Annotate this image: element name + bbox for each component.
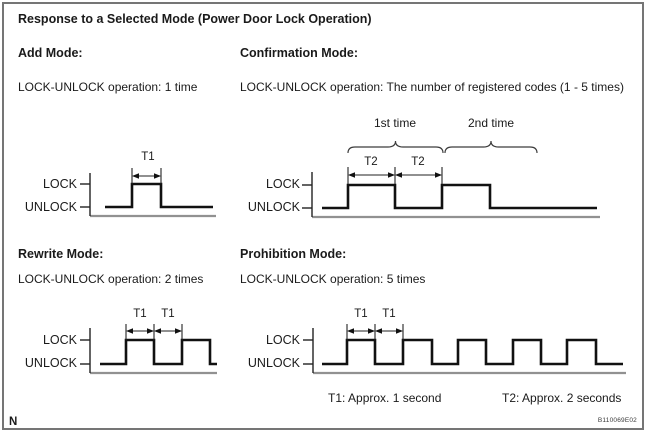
signal-waveform xyxy=(322,338,623,366)
prohibition-mode-heading: Prohibition Mode: xyxy=(240,247,347,261)
add-mode-heading: Add Mode: xyxy=(18,46,83,60)
rewrite-mode-description: LOCK-UNLOCK operation: 2 times xyxy=(18,272,204,286)
rewrite-lock-label: LOCK xyxy=(42,333,77,347)
prohibition-lock-label: LOCK xyxy=(265,333,300,347)
arrowhead-left xyxy=(126,328,133,334)
prohibition-t1-label-1: T1 xyxy=(354,308,368,320)
rewrite-t1-label-2: T1 xyxy=(161,308,175,320)
add-mode-description: LOCK-UNLOCK operation: 1 time xyxy=(18,80,198,94)
arrowhead-left xyxy=(375,328,382,334)
arrowhead-left xyxy=(395,172,402,178)
arrowhead-right xyxy=(147,328,154,334)
arrowhead-left xyxy=(347,328,354,334)
legend-t1: T1: Approx. 1 second xyxy=(328,391,442,405)
add-mode-lock-label: LOCK xyxy=(42,177,77,191)
arrowhead-left xyxy=(154,328,161,334)
first-time-label: 1st time xyxy=(373,116,416,130)
prohibition-mode-waveform xyxy=(303,324,626,375)
curly-brace xyxy=(347,140,444,154)
signal-waveform xyxy=(322,183,597,210)
figure-title: Response to a Selected Mode (Power Door … xyxy=(18,12,372,26)
rewrite-mode-heading: Rewrite Mode: xyxy=(18,247,104,261)
rewrite-mode-waveform xyxy=(80,324,217,375)
arrowhead-right xyxy=(388,172,395,178)
page-marker: N xyxy=(9,416,18,428)
confirmation-lock-label: LOCK xyxy=(265,177,300,191)
arrowhead-right xyxy=(175,328,182,334)
add-mode-t1-label: T1 xyxy=(141,151,155,163)
prohibition-mode-description: LOCK-UNLOCK operation: 5 times xyxy=(240,272,426,286)
arrowhead-right xyxy=(435,172,442,178)
add-mode-unlock-label: UNLOCK xyxy=(24,200,77,214)
confirmation-mode-waveform xyxy=(302,140,600,219)
arrowhead-right xyxy=(396,328,403,334)
rewrite-t1-label-1: T1 xyxy=(133,308,147,320)
confirmation-mode-description: LOCK-UNLOCK operation: The number of reg… xyxy=(240,80,624,94)
signal-waveform xyxy=(105,182,213,209)
figure-border xyxy=(2,2,644,430)
legend-t2: T2: Approx. 2 seconds xyxy=(502,391,622,405)
prohibition-t1-label-2: T1 xyxy=(382,308,396,320)
confirmation-mode-heading: Confirmation Mode: xyxy=(240,46,359,60)
arrowhead-left xyxy=(348,172,355,178)
curly-brace xyxy=(444,140,538,154)
arrowhead-left xyxy=(132,173,139,179)
confirmation-t2-label-2: T2 xyxy=(411,156,425,168)
arrowhead-right xyxy=(368,328,375,334)
confirmation-t2-label-1: T2 xyxy=(364,156,378,168)
add-mode-waveform xyxy=(80,168,216,218)
arrowhead-right xyxy=(154,173,161,179)
prohibition-unlock-label: UNLOCK xyxy=(247,356,300,370)
rewrite-unlock-label: UNLOCK xyxy=(24,356,77,370)
figure-code: B110069E02 xyxy=(597,417,637,424)
confirmation-unlock-label: UNLOCK xyxy=(247,200,300,214)
second-time-label: 2nd time xyxy=(467,116,515,130)
signal-waveform xyxy=(100,338,217,366)
